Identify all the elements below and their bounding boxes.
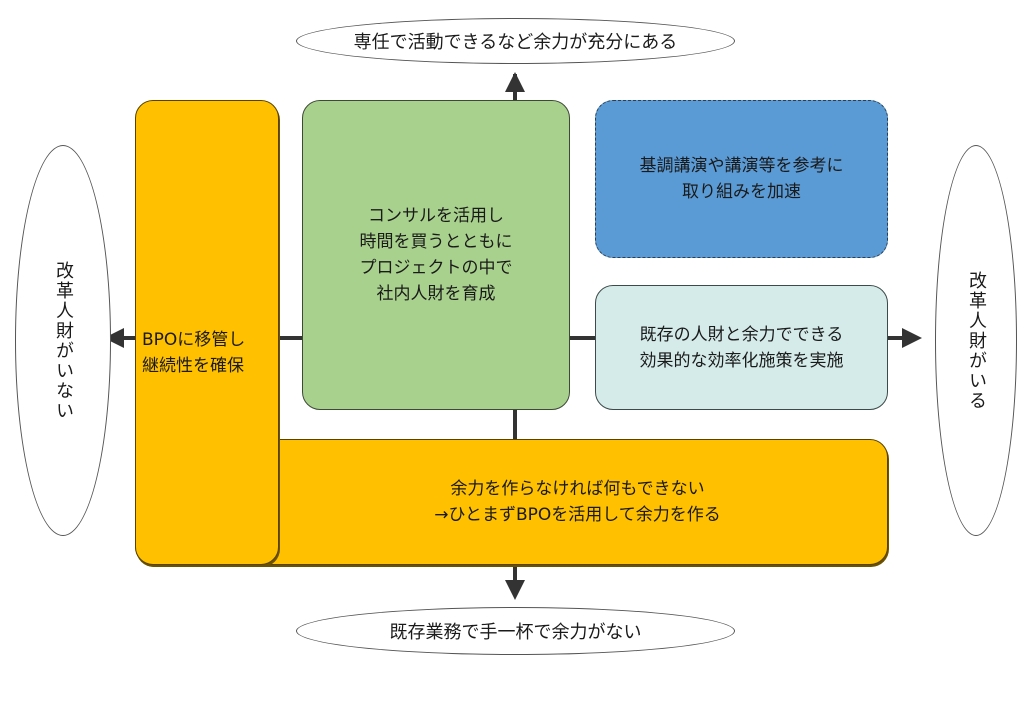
- consultant-text: コンサルを活用し 時間を買うとともに プロジェクトの中で 社内人財を育成: [359, 206, 513, 304]
- right-axis-label: 改革人財がいる: [935, 145, 1017, 536]
- top-axis-label-text: 専任で活動できるなど余力が充分にある: [353, 32, 678, 53]
- efficiency-text: 既存の人財と余力でできる 効果的な効率化施策を実施: [639, 324, 844, 371]
- top-axis-label: 専任で活動できるなど余力が充分にある: [296, 18, 735, 64]
- left-axis-label: 改革人財がいない: [15, 145, 111, 536]
- left-arrow-head: [104, 328, 124, 348]
- efficiency-box: 既存の人財と余力でできる 効果的な効率化施策を実施: [595, 285, 888, 410]
- left-axis-label-text: 改革人財がいない: [53, 260, 74, 421]
- bottom-axis-label: 既存業務で手一杯で余力がない: [296, 607, 735, 655]
- keynote-text: 基調講演や講演等を参考に 取り組みを加速: [639, 156, 844, 202]
- down-arrow-head: [505, 580, 525, 600]
- up-arrow-head: [505, 72, 525, 92]
- right-axis-label-text: 改革人財がいる: [966, 270, 987, 411]
- bpo-transfer-text: BPOに移管し 継続性を確保: [142, 330, 246, 376]
- create-capacity-text: 余力を作らなければ何もできない →ひとまずBPOを活用して余力を作る: [434, 479, 721, 525]
- bottom-axis-label-text: 既存業務で手一杯で余力がない: [389, 622, 642, 643]
- consultant-box: コンサルを活用し 時間を買うとともに プロジェクトの中で 社内人財を育成: [302, 100, 570, 410]
- bpo-transfer-box: BPOに移管し 継続性を確保: [135, 100, 279, 565]
- right-arrow-head: [902, 328, 922, 348]
- keynote-box: 基調講演や講演等を参考に 取り組みを加速: [595, 100, 888, 258]
